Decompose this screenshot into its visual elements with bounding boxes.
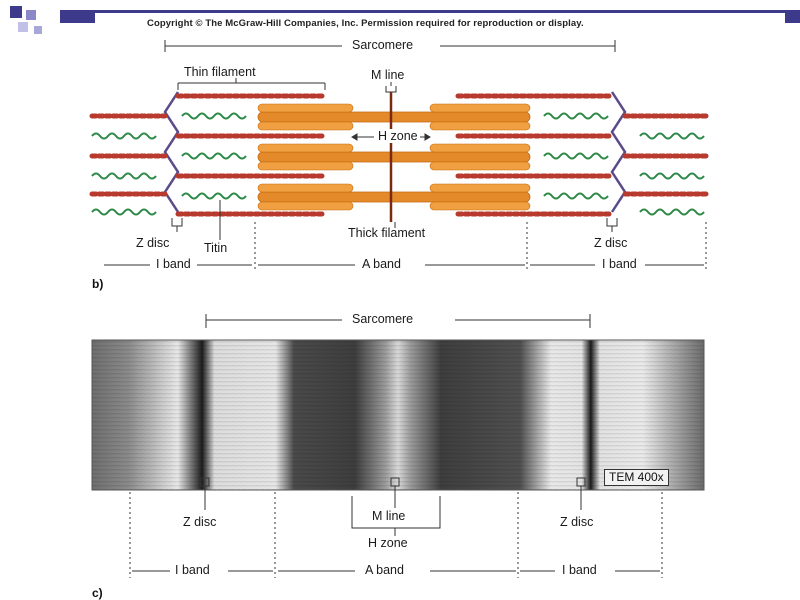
- b-z-disc-right-label: Z disc: [594, 236, 628, 250]
- b-thin-filament-bracket: [177, 78, 326, 90]
- c-z-disc-right-label: Z disc: [560, 515, 594, 529]
- b-thick-filament-label: Thick filament: [348, 226, 426, 240]
- c-tem-magnification-label: TEM 400x: [604, 469, 669, 486]
- b-m-line-label: M line: [371, 68, 405, 82]
- b-pointer-lines: [171, 200, 618, 240]
- c-i-band-left-label: I band: [175, 563, 210, 577]
- b-band-dividers: [254, 222, 707, 270]
- b-sarcomere-bracket: [164, 40, 616, 52]
- b-h-zone-label: H zone: [376, 129, 420, 143]
- c-z-disc-left-label: Z disc: [183, 515, 217, 529]
- slide-corner-decoration: [0, 0, 120, 50]
- copyright-notice: Copyright © The McGraw-Hill Companies, I…: [147, 18, 584, 29]
- b-thin-filament-label: Thin filament: [184, 65, 256, 79]
- b-i-band-left-label: I band: [156, 257, 191, 271]
- b-z-disc-left-label: Z disc: [136, 236, 170, 250]
- c-h-zone-label: H zone: [368, 536, 408, 550]
- c-tem-micrograph: [91, 339, 705, 491]
- b-titin-label: Titin: [204, 241, 228, 255]
- c-pointer-lines: [204, 486, 582, 536]
- c-i-band-right-label: I band: [562, 563, 597, 577]
- c-sarcomere-bracket: [205, 314, 591, 328]
- b-panel-letter: b): [92, 277, 104, 291]
- copyright-band: [95, 13, 785, 35]
- b-titin-coils: [91, 112, 705, 216]
- b-thick-filaments: [257, 111, 531, 203]
- b-sarcomere-label: Sarcomere: [349, 38, 417, 52]
- c-a-band-label: A band: [365, 563, 404, 577]
- c-band-dividers: [129, 492, 663, 578]
- c-sarcomere-label: Sarcomere: [352, 312, 414, 326]
- b-a-band-label: A band: [362, 257, 401, 271]
- b-thin-filaments: [89, 93, 711, 217]
- b-i-band-right-label: I band: [602, 257, 637, 271]
- c-panel-letter: c): [92, 586, 103, 600]
- b-myosin-heads: [257, 103, 531, 211]
- c-m-line-label: M line: [372, 509, 406, 523]
- b-m-line-marker: [385, 82, 397, 93]
